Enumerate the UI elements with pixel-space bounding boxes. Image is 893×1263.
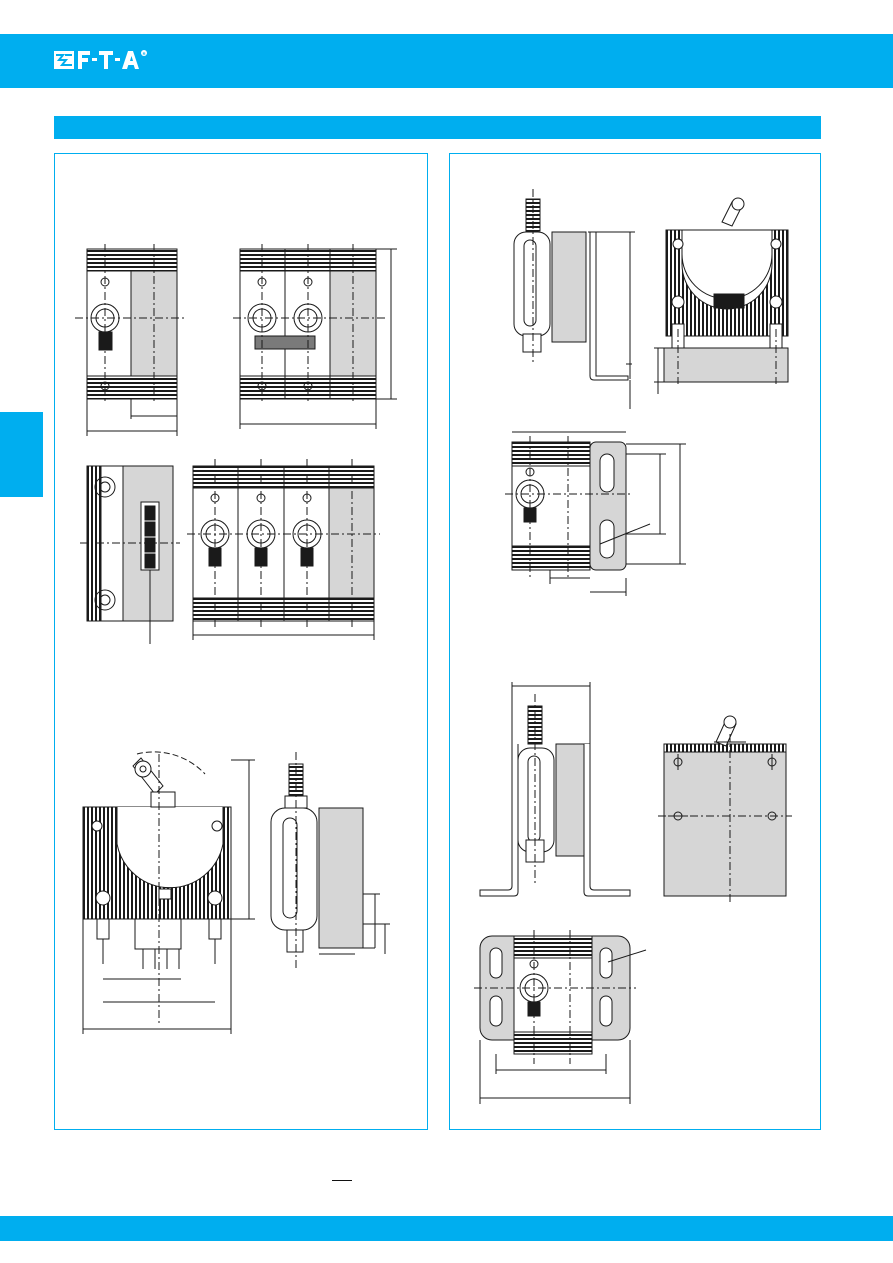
side-tab <box>0 412 43 497</box>
page-number-rule <box>332 1180 352 1181</box>
left-drawing-panel <box>54 153 428 1130</box>
right-drawing-panel <box>449 153 821 1130</box>
left-technical-drawings <box>75 244 397 1034</box>
panel-mount-rear-view <box>658 715 792 904</box>
svg-text:R: R <box>143 51 146 56</box>
section-title-bar <box>54 116 821 139</box>
front-view-triple-pole <box>187 459 380 640</box>
side-view-auxiliary-contact <box>80 465 180 644</box>
bracket-top-view <box>505 431 686 596</box>
front-view-double-pole <box>233 244 397 429</box>
bracket-rear-view <box>654 197 789 394</box>
panel-mount-top-view <box>474 930 647 1104</box>
side-view-toggle <box>82 751 255 1034</box>
panel-mount-side-view <box>479 682 631 897</box>
bracket-side-view <box>513 189 635 409</box>
side-view-terminal <box>270 752 390 969</box>
header-bar <box>0 34 893 88</box>
right-technical-drawings <box>474 189 792 1104</box>
footer-bar <box>0 1216 893 1241</box>
fta-logo: R <box>54 49 152 71</box>
front-view-single-pole <box>75 244 185 436</box>
